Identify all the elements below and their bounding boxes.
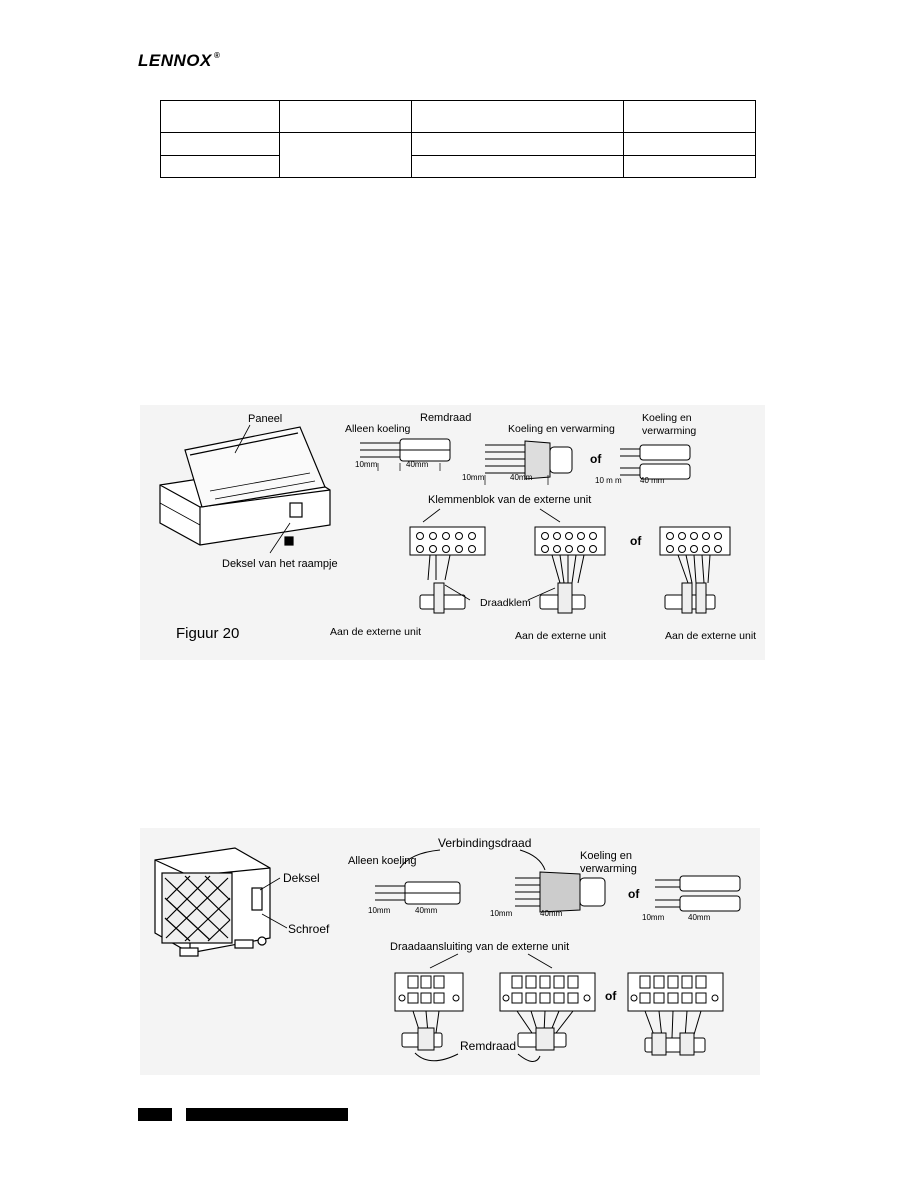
dim-10mm-b: 10mm <box>462 473 485 482</box>
outdoor-unit-illustration <box>154 847 271 957</box>
table-cell <box>279 100 412 133</box>
label-screw: Schroef <box>288 922 330 936</box>
dim-21-40c: 40mm <box>688 913 711 922</box>
brand-logo: LENNOX® <box>138 51 220 71</box>
dim-21-40: 40mm <box>415 906 438 915</box>
dimension-cooling-only <box>377 463 441 471</box>
terminal-block-1 <box>409 526 486 614</box>
label-or-2: of <box>630 534 642 548</box>
label-outdoor-3: Aan de externe unit <box>665 630 756 642</box>
label-cooling-only: Alleen koeling <box>345 423 411 435</box>
wire-strip-cooling-only <box>360 438 451 462</box>
label-outdoor-1: Aan de externe unit <box>330 626 421 638</box>
label-cooling-heating-21b: verwarming <box>580 863 637 875</box>
spec-table <box>160 100 756 178</box>
table-cell <box>623 155 756 178</box>
label-wire-clamp: Draadklem <box>480 597 531 609</box>
wire-strip-alt <box>620 444 691 480</box>
table-cell <box>160 155 280 178</box>
label-or-21b: of <box>605 989 617 1003</box>
label-connection-wire: Verbindingsdraad <box>438 836 531 850</box>
label-cooling-heating-2: verwarming <box>642 425 696 437</box>
brand-name: LENNOX <box>138 51 212 70</box>
table-row <box>160 100 756 133</box>
table-cell <box>160 100 280 133</box>
label-cooling-only-21: Alleen koeling <box>348 855 417 867</box>
outdoor-terminal-1 <box>394 972 464 1051</box>
dim-21-10: 10mm <box>368 906 391 915</box>
terminal-block-2 <box>534 526 606 614</box>
label-cooling-heating-21a: Koeling en <box>580 850 632 862</box>
figure-20-caption: Figuur 20 <box>176 625 239 642</box>
dim-21-10c: 10mm <box>642 913 665 922</box>
label-cooling-heating: Koeling en verwarming <box>508 423 615 435</box>
figure-20: Paneel Deksel van het raampje Figuur 20 … <box>140 405 765 660</box>
label-outdoor-terminal: Draadaansluiting van de externe unit <box>390 941 569 953</box>
table-cell <box>623 132 756 156</box>
table-cell <box>160 132 280 156</box>
table-cell-merged <box>279 132 412 178</box>
label-cover: Deksel <box>283 871 320 885</box>
table-cell <box>411 100 624 133</box>
dim-21-40b: 40mm <box>540 909 563 918</box>
label-outdoor-2: Aan de externe unit <box>515 630 606 642</box>
indoor-unit-illustration <box>159 426 331 546</box>
label-or-1: of <box>590 452 602 466</box>
wire-strip-cooling-heating <box>485 440 573 480</box>
wire-strip-21-cooling-heating <box>515 871 606 913</box>
label-window-cover: Deksel van het raampje <box>222 558 338 570</box>
label-terminal-block: Klemmenblok van de externe unit <box>428 494 591 506</box>
wire-strip-21-alt <box>655 875 741 912</box>
footer-title-bar <box>186 1108 348 1121</box>
outdoor-terminal-2 <box>499 972 596 1051</box>
figure-21: Deksel Schroef Verbindingsdraad Alleen k… <box>140 828 760 1075</box>
dim-40mm-b: 40mm <box>510 473 533 482</box>
table-cell <box>623 100 756 133</box>
dim-21-10b: 10mm <box>490 909 513 918</box>
terminal-block-3 <box>659 526 731 614</box>
dim-10mm: 10mm <box>355 460 378 469</box>
table-row <box>160 132 756 178</box>
label-brake-wire: Remdraad <box>420 412 471 424</box>
outdoor-terminal-3 <box>627 972 724 1056</box>
label-panel: Paneel <box>248 413 282 425</box>
dim-40mm: 40mm <box>406 460 429 469</box>
label-or-21a: of <box>628 887 640 901</box>
wire-strip-21-cooling-only <box>375 881 461 905</box>
label-cooling-heating-1: Koeling en <box>642 412 692 424</box>
table-cell <box>411 155 624 178</box>
table-cell <box>411 132 624 156</box>
table-row <box>160 155 756 178</box>
label-brake-wire-21: Remdraad <box>460 1039 516 1053</box>
brand-mark: ® <box>213 51 221 60</box>
dim-10mm-c: 10 m m <box>595 476 622 485</box>
footer-page-marker <box>138 1108 172 1121</box>
dim-40mm-c: 40 mm <box>640 476 665 485</box>
